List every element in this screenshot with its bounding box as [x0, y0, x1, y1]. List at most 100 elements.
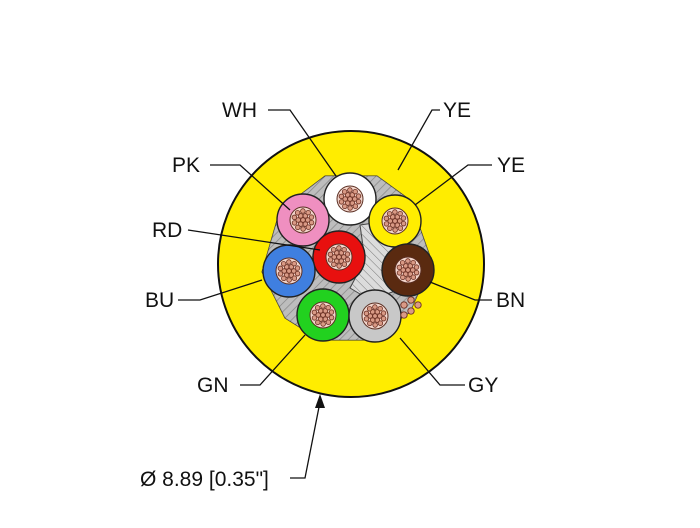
copper-strand: [294, 265, 301, 271]
copper-strand: [400, 267, 406, 273]
copper-strand: [347, 205, 353, 211]
copper-strand: [325, 312, 331, 318]
wire-yellow: [368, 194, 422, 248]
copper-strand: [291, 268, 297, 274]
copper-strand: [355, 198, 362, 205]
label-bn: BN: [496, 289, 525, 312]
copper-strand: [341, 254, 347, 260]
copper-strand: [352, 188, 358, 195]
copper-strand: [305, 224, 312, 230]
copper-strand: [325, 319, 332, 325]
copper-strand: [400, 220, 407, 227]
copper-strand: [367, 313, 373, 319]
leader-wh: [268, 109, 337, 177]
wire-green: [296, 288, 350, 342]
copper-strand: [380, 310, 387, 316]
copper-strand: [320, 321, 326, 327]
leader-dimension: [290, 401, 321, 479]
copper-strand: [314, 305, 321, 311]
copper-strand: [331, 254, 337, 260]
leader-gn: [240, 334, 306, 386]
copper-strand: [338, 199, 345, 205]
copper-strand: [294, 210, 301, 216]
drain-wire-strand: [400, 301, 408, 309]
copper-strand: [372, 304, 378, 310]
label-gn: GN: [197, 374, 229, 397]
copper-strand: [281, 275, 287, 282]
copper-strand: [347, 187, 353, 193]
copper-strand: [387, 218, 393, 224]
wire-brown: [381, 243, 435, 297]
copper-strand: [399, 260, 406, 266]
copper-strand: [336, 245, 342, 251]
copper-strand: [286, 277, 292, 283]
copper-strand: [410, 274, 417, 280]
copper-strand: [397, 210, 403, 217]
copper-strand: [308, 219, 315, 226]
copper-strand: [308, 214, 315, 220]
leader-bu: [178, 279, 263, 301]
copper-strand: [392, 209, 398, 215]
copper-strand: [352, 196, 358, 202]
copper-strand: [363, 316, 370, 322]
copper-strand: [405, 276, 411, 282]
copper-strand: [377, 305, 383, 312]
leader-rd: [187, 229, 321, 251]
copper-strand: [311, 309, 318, 316]
label-ye-right: YE: [497, 154, 525, 177]
dimension-label: Ø 8.89 [0.35"]: [140, 468, 269, 491]
copper-strand: [328, 309, 335, 315]
copper-strand: [344, 256, 351, 263]
copper-strand: [300, 226, 306, 232]
copper-strand: [410, 259, 416, 266]
copper-strand: [325, 304, 331, 311]
wire-pink: [276, 193, 330, 247]
copper-strand: [286, 259, 292, 265]
copper-strand: [342, 196, 348, 202]
copper-strand: [405, 258, 411, 264]
leader-ye-top: [397, 109, 440, 171]
label-bu: BU: [145, 289, 174, 312]
copper-strand: [291, 260, 297, 267]
copper-strand: [291, 220, 298, 226]
copper-strand: [300, 208, 306, 214]
wire-blue: [262, 244, 316, 298]
copper-strand: [295, 224, 301, 231]
copper-strand: [295, 217, 301, 223]
copper-strand: [327, 257, 334, 263]
leader-pk: [210, 164, 291, 211]
copper-strand: [392, 227, 398, 233]
copper-strand: [413, 269, 420, 276]
copper-strand: [305, 217, 311, 223]
copper-strand: [315, 312, 321, 318]
copper-strand: [400, 215, 407, 221]
leader-ye-right: [414, 164, 492, 206]
copper-strand: [344, 251, 351, 257]
copper-strand: [387, 225, 393, 232]
label-pk: PK: [172, 154, 200, 177]
copper-strand: [386, 211, 393, 217]
copper-strand: [377, 320, 384, 326]
copper-strand: [277, 271, 284, 277]
copper-strand: [352, 203, 359, 209]
leader-bn: [429, 281, 492, 301]
copper-strand: [291, 275, 298, 281]
copper-strand: [281, 268, 287, 274]
copper-strand: [396, 264, 403, 271]
leader-gy: [399, 337, 465, 386]
copper-strand: [315, 319, 321, 326]
copper-strand: [363, 310, 370, 317]
copper-strand: [328, 314, 335, 321]
copper-strand: [413, 264, 420, 270]
copper-strand: [311, 315, 318, 321]
label-ye-top: YE: [443, 99, 471, 122]
wire-red: [312, 230, 366, 284]
copper-strand: [330, 247, 337, 253]
copper-strand: [331, 261, 337, 268]
copper-strand: [305, 209, 311, 216]
copper-strand: [410, 267, 416, 273]
copper-strand: [341, 261, 348, 267]
copper-strand: [320, 303, 326, 309]
copper-strand: [277, 265, 284, 272]
